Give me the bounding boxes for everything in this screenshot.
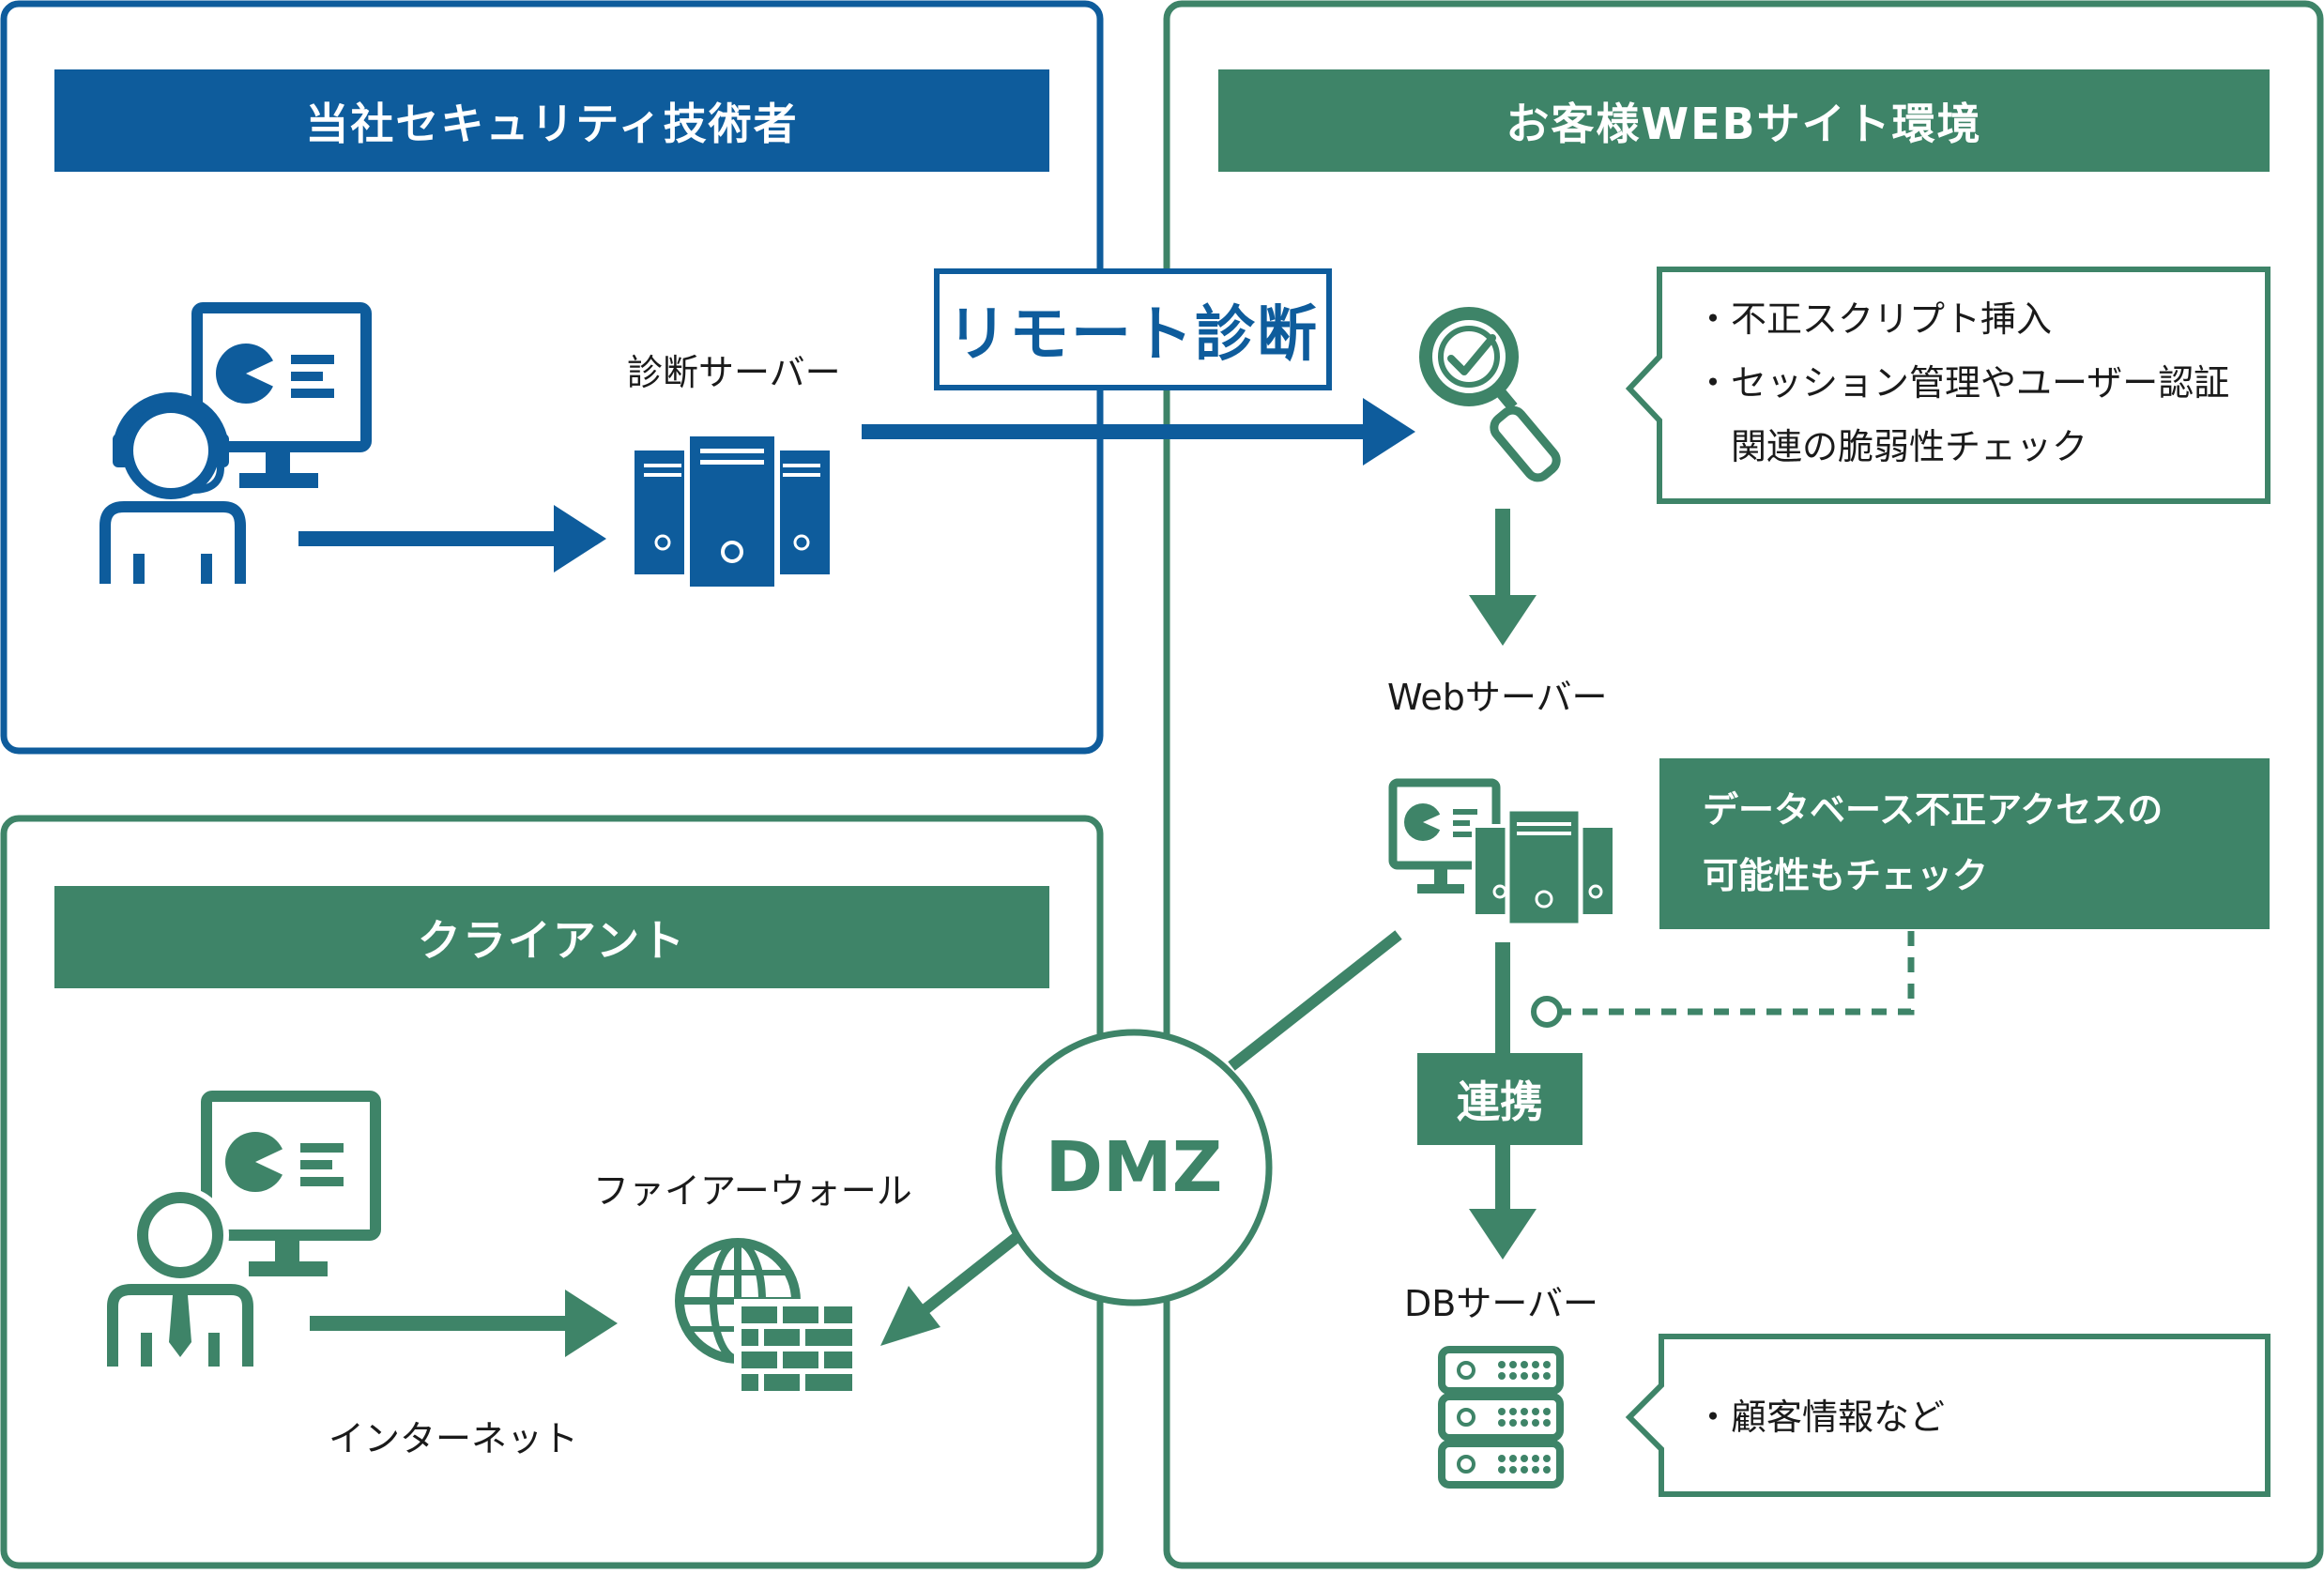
note-line: 可能性もチェック [1703, 855, 1989, 896]
customer-panel-title: お客様WEBサイト環境 [1506, 98, 1982, 149]
scan-item: ・セッション管理やユーザー認証 [1695, 362, 2230, 404]
firewall-label: ファイアーウォール [593, 1170, 912, 1212]
security-panel-title: 当社セキュリティ技術者 [305, 98, 799, 149]
internet-label: インターネット [329, 1418, 579, 1459]
client-header-bar [54, 886, 1049, 988]
renkei-label-box [1417, 1053, 1582, 1145]
business-person-icon [107, 1186, 253, 1367]
rack-server-icon [1438, 1346, 1564, 1489]
client-panel-title: クライアント [417, 914, 687, 966]
scan-callout-box [1625, 267, 2270, 504]
monitor-icon [191, 302, 372, 488]
dmz-link-to-web [1228, 930, 1402, 1071]
arrow-remote-diagnosis [862, 398, 1415, 466]
db-callout-text: ・顧客情報など [1695, 1385, 1945, 1449]
magnifier-check-icon [1419, 307, 1561, 482]
customer-header-bar [1218, 69, 2270, 172]
arrow-client-to-firewall [310, 1290, 618, 1357]
firewall-globe-icon [675, 1238, 856, 1395]
db-callout-box [1625, 1334, 2270, 1497]
customer-panel-frame [1163, 0, 2324, 1569]
web-server-label: Webサーバー [1387, 677, 1608, 718]
note-line: データベース不正アクセスの [1703, 789, 2163, 831]
dmz-arrowhead [880, 1286, 940, 1346]
dmz-link-to-firewall [918, 1230, 1023, 1317]
db-item: ・顧客情報など [1695, 1397, 1946, 1438]
dmz-circle [995, 1029, 1273, 1306]
dmz-label: DMZ [1045, 1127, 1223, 1208]
remote-diagnosis-label: リモート診断 [947, 300, 1319, 370]
connector-dot [1531, 996, 1563, 1028]
server-tower-icon [635, 431, 830, 592]
arrow-scan-to-web [1469, 509, 1537, 646]
diag-server-label: 診断サーバー [627, 352, 841, 393]
db-access-note-box [1659, 758, 2270, 929]
remote-label-box [934, 268, 1332, 390]
security-header-bar [54, 69, 1049, 172]
client-monitor-icon [201, 1091, 381, 1276]
dashed-connector [1558, 931, 1915, 1016]
scan-item: ・不正スクリプト挿入 [1695, 298, 2053, 340]
headset-operator-icon [99, 392, 246, 584]
arrow-operator-to-server [298, 505, 606, 573]
web-server-icon [1388, 778, 1616, 928]
db-access-note-text: データベース不正アクセスの 可能性もチェック [1703, 777, 2163, 909]
scan-callout-text: ・不正スクリプト挿入 ・セッション管理やユーザー認証 関連の脆弱性チェック [1695, 287, 2229, 479]
scan-item: 関連の脆弱性チェック [1695, 426, 2088, 467]
renkei-label: 連携 [1457, 1077, 1543, 1127]
db-server-label: DBサーバー [1404, 1283, 1598, 1324]
